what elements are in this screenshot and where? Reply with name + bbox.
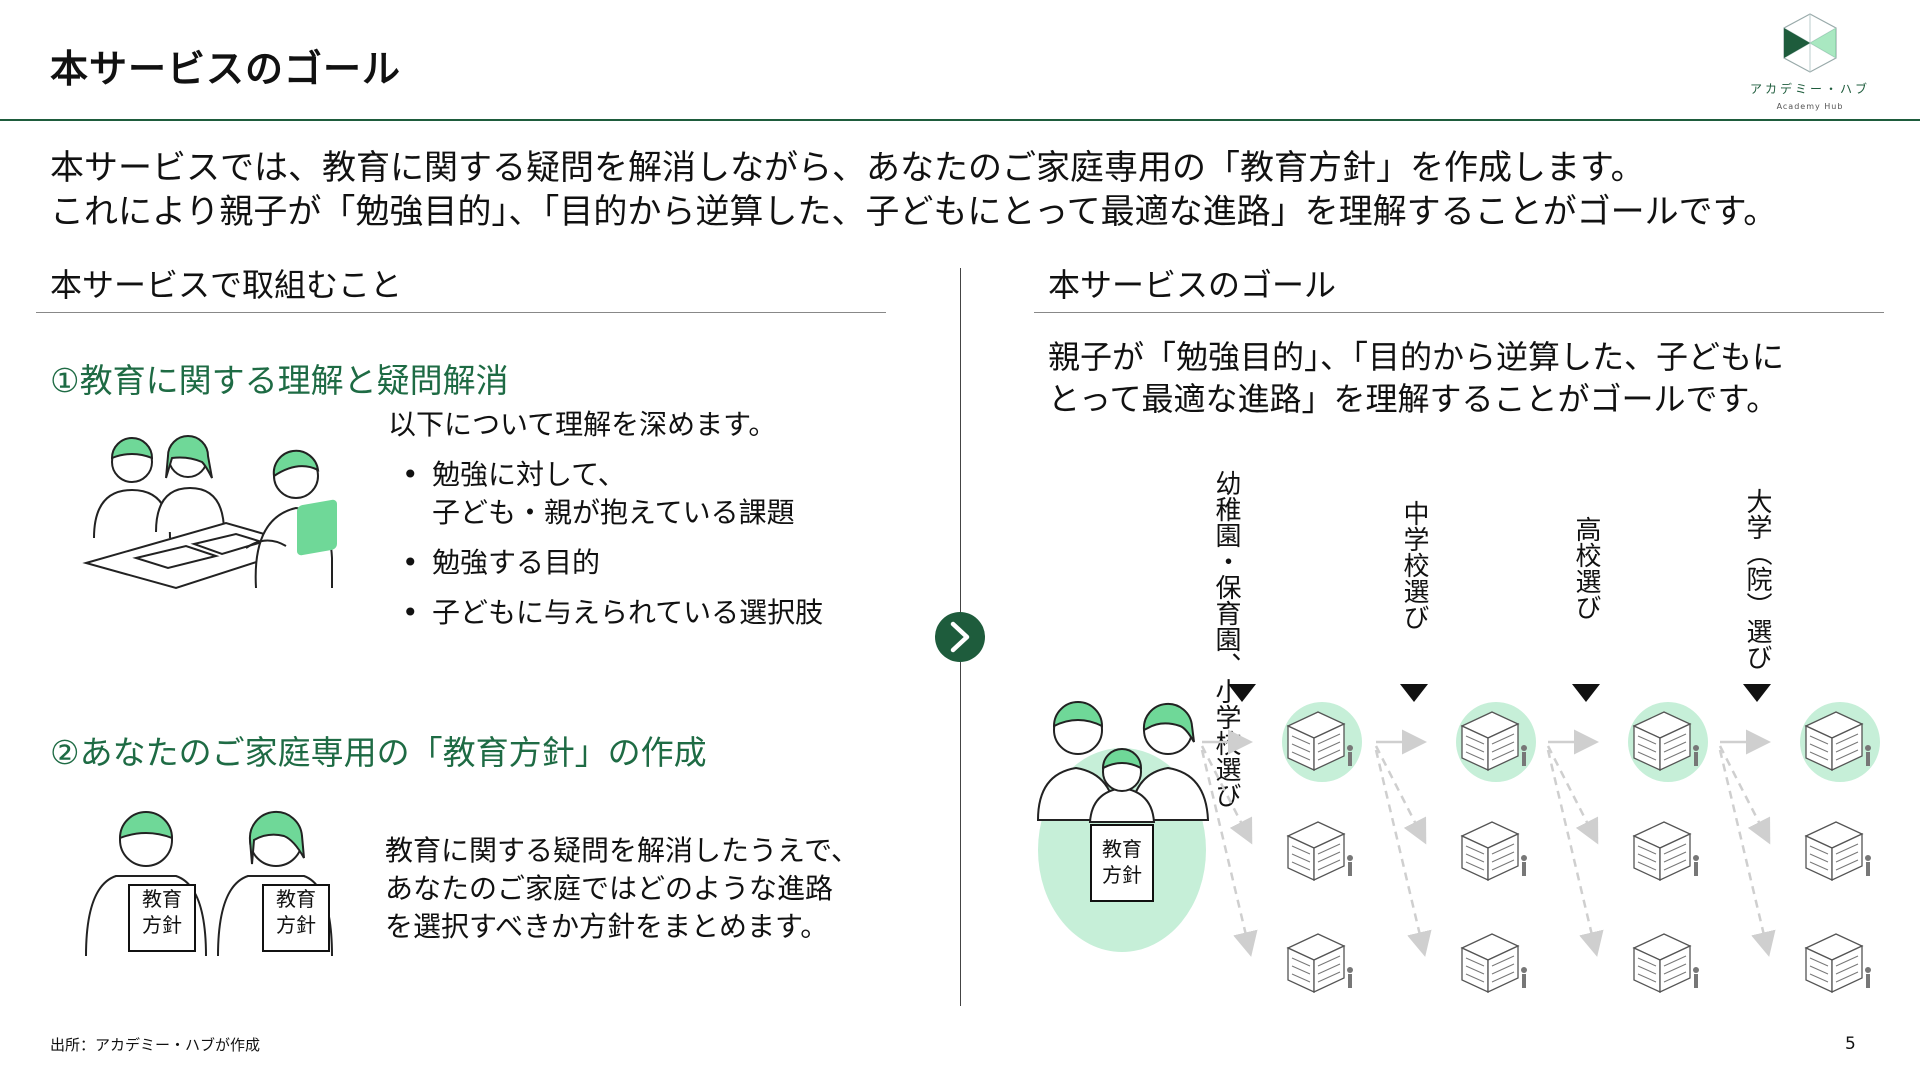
path-arrows xyxy=(1200,729,1776,957)
school-column-4 xyxy=(1800,702,1880,993)
school-column-2 xyxy=(1456,702,1536,993)
summary-line-2: これにより親子が「勉強目的」、「目的から逆算した、子どもにとって最適な進路」を理… xyxy=(50,192,1778,232)
education-path-diagram xyxy=(1036,701,1880,993)
policy-card-2-line-1: 教育 xyxy=(276,887,316,911)
school-building-icon xyxy=(1633,933,1700,993)
goal-line-2: とって最適な進路」を理解することがゴールです。 xyxy=(1048,380,1779,418)
family-policy-card: 教育 方針 xyxy=(1090,824,1154,902)
policy-card-2-line-2: 方針 xyxy=(276,913,316,937)
school-building-icon xyxy=(1461,821,1528,881)
slide-title: 本サービスのゴール xyxy=(50,47,402,91)
family-policy-line-2: 方針 xyxy=(1102,863,1142,887)
school-building-icon xyxy=(1633,821,1700,881)
school-column-3 xyxy=(1628,702,1708,993)
bullet-1-line-2: 子ども・親が抱えている課題 xyxy=(432,496,795,529)
step2-description: 教育に関する疑問を解消したうえで、 あなたのご家庭ではどのような進路 を選択すべ… xyxy=(385,832,859,946)
summary-text: 本サービスでは、教育に関する疑問を解消しながら、あなたのご家庭専用の「教育方針」… xyxy=(50,146,1890,234)
school-building-icon xyxy=(1805,933,1872,993)
school-building-icon xyxy=(1287,821,1354,881)
school-column-1 xyxy=(1282,702,1362,993)
right-section-rule xyxy=(1034,312,1884,313)
stage-label-junior-high: 中学校選び xyxy=(1399,500,1429,630)
left-section-heading: 本サービスで取組むこと xyxy=(50,266,403,304)
summary-line-1: 本サービスでは、教育に関する疑問を解消しながら、あなたのご家庭専用の「教育方針」… xyxy=(50,148,1645,188)
next-arrow xyxy=(935,612,985,662)
family-policy-line-1: 教育 xyxy=(1102,837,1142,861)
bullet-2-line-1: 勉強する目的 xyxy=(432,546,601,579)
stage-label-university: 大学（院）選び xyxy=(1742,488,1772,670)
left-section-rule xyxy=(36,312,886,313)
step1-intro: 以下について理解を深めます。 xyxy=(388,408,777,441)
logo-subtitle: Academy Hub xyxy=(1776,102,1844,111)
step2-title: ②あなたのご家庭専用の「教育方針」の作成 xyxy=(50,733,707,772)
bullet-1-line-1: 勉強に対して、 xyxy=(432,458,626,491)
stage-label-high-school: 高校選び xyxy=(1571,516,1601,620)
header-divider xyxy=(0,119,1920,121)
down-triangle-icon xyxy=(1743,684,1771,702)
page-number: 5 xyxy=(1845,1034,1856,1054)
stage-1-line-1: 幼稚園・保育園、 xyxy=(1211,470,1241,678)
goal-line-1: 親子が「勉強目的」、「目的から逆算した、子どもに xyxy=(1048,338,1785,376)
policy-card-1-line-1: 教育 xyxy=(142,887,182,911)
consultation-illustration xyxy=(82,435,337,590)
step2-line-2: あなたのご家庭ではどのような進路 xyxy=(385,872,834,905)
step1-title: ①教育に関する理解と疑問解消 xyxy=(50,361,509,400)
school-building-icon xyxy=(1461,933,1528,993)
school-building-icon xyxy=(1287,933,1354,993)
brand-logo: アカデミー・ハブ Academy Hub xyxy=(1740,10,1880,118)
down-triangle-icon xyxy=(1400,684,1428,702)
policy-card-1: 教育 方針 xyxy=(128,884,196,952)
step1-bullet-1: 勉強に対して、 子ども・親が抱えている課題 xyxy=(402,456,795,532)
goal-text: 親子が「勉強目的」、「目的から逆算した、子どもに とって最適な進路」を理解するこ… xyxy=(1048,336,1784,420)
logo-cube-icon xyxy=(1783,13,1837,73)
logo-name: アカデミー・ハブ xyxy=(1749,82,1870,96)
chevron-right-icon xyxy=(950,621,970,653)
right-section-heading: 本サービスのゴール xyxy=(1048,266,1337,304)
step2-line-3: を選択すべきか方針をまとめます。 xyxy=(385,910,829,943)
policy-card-2: 教育 方針 xyxy=(262,884,330,952)
family-figures xyxy=(1036,701,1210,823)
step1-bullet-3: 子どもに与えられている選択肢 xyxy=(402,594,824,632)
step2-line-1: 教育に関する疑問を解消したうえで、 xyxy=(385,834,860,867)
down-triangle-icon xyxy=(1572,684,1600,702)
down-triangle-icon xyxy=(1228,684,1256,702)
bullet-3-line-1: 子どもに与えられている選択肢 xyxy=(432,596,824,629)
school-building-icon xyxy=(1805,821,1872,881)
source-note: 出所：アカデミー・ハブが作成 xyxy=(50,1036,261,1054)
policy-card-1-line-2: 方針 xyxy=(142,913,182,937)
step1-bullet-2: 勉強する目的 xyxy=(402,544,601,582)
